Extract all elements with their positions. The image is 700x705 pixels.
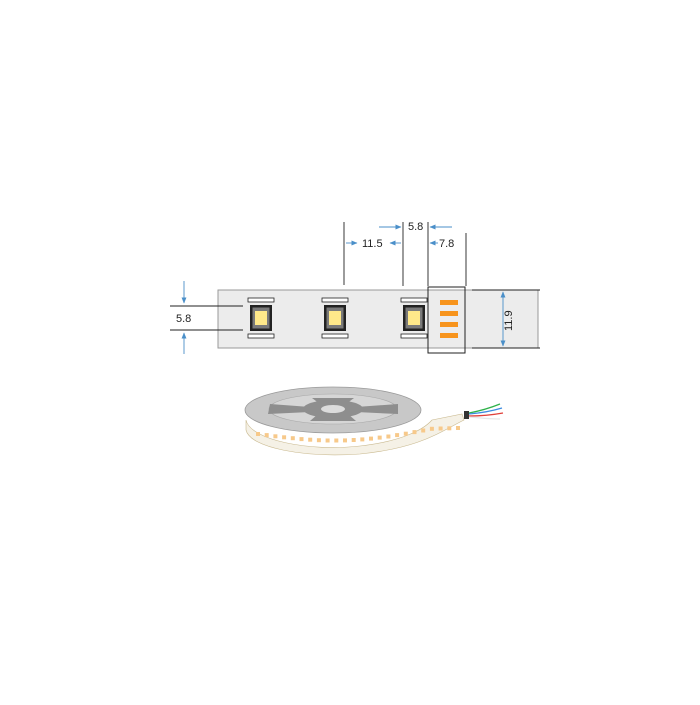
- reel-led-dot: [256, 432, 260, 436]
- reel-led-dot: [412, 430, 417, 435]
- reel-led-dot: [360, 437, 365, 442]
- reel-led-dot: [403, 431, 408, 436]
- reel-led-dot: [325, 438, 330, 443]
- reel-led-dot: [386, 434, 391, 439]
- led-chip-1: [247, 297, 275, 339]
- dim-led-width: 5.8: [408, 221, 423, 233]
- led-chip-2: [321, 297, 349, 339]
- reel-hub: [268, 398, 398, 421]
- reel-led-dot: [308, 437, 313, 442]
- reel-led-dot: [334, 438, 339, 443]
- reel-led-dot: [299, 437, 304, 442]
- reel-led-dot: [264, 433, 269, 438]
- reel-end-cap: [464, 411, 469, 419]
- reel-led-dot: [369, 436, 373, 441]
- reel-led-dot: [282, 435, 287, 440]
- reel-led-dot: [316, 438, 321, 443]
- reel-led-dot: [351, 438, 356, 442]
- end-terminal-box: [427, 286, 466, 354]
- lead-wires: [468, 403, 504, 420]
- reel-led-dot: [395, 433, 400, 438]
- dim-led-pitch: 11.5: [362, 238, 383, 250]
- reel-led-dot: [429, 426, 434, 431]
- dim-led-height: 5.8: [176, 313, 191, 325]
- reel-led-dot: [343, 438, 347, 443]
- reel-led-dot: [421, 428, 426, 433]
- reel-led-dot: [290, 436, 295, 441]
- reel-led-dot: [377, 435, 382, 440]
- dim-end-margin: 7.8: [439, 238, 454, 250]
- reel-led-dot: [456, 426, 460, 430]
- led-strip-reel-icon: [244, 386, 504, 456]
- strip-top-view: [217, 286, 539, 354]
- led-chip-3: [400, 297, 428, 339]
- reel-led-dot: [438, 426, 443, 431]
- reel-led-dots: [256, 426, 460, 443]
- solder-pads-icon: [440, 300, 458, 338]
- reel-led-dot: [273, 434, 278, 439]
- dim-strip-width: 11.9: [503, 310, 515, 331]
- extension-lines: [170, 222, 540, 349]
- dimension-arrows: [181, 224, 506, 354]
- reel-led-dot: [447, 426, 452, 431]
